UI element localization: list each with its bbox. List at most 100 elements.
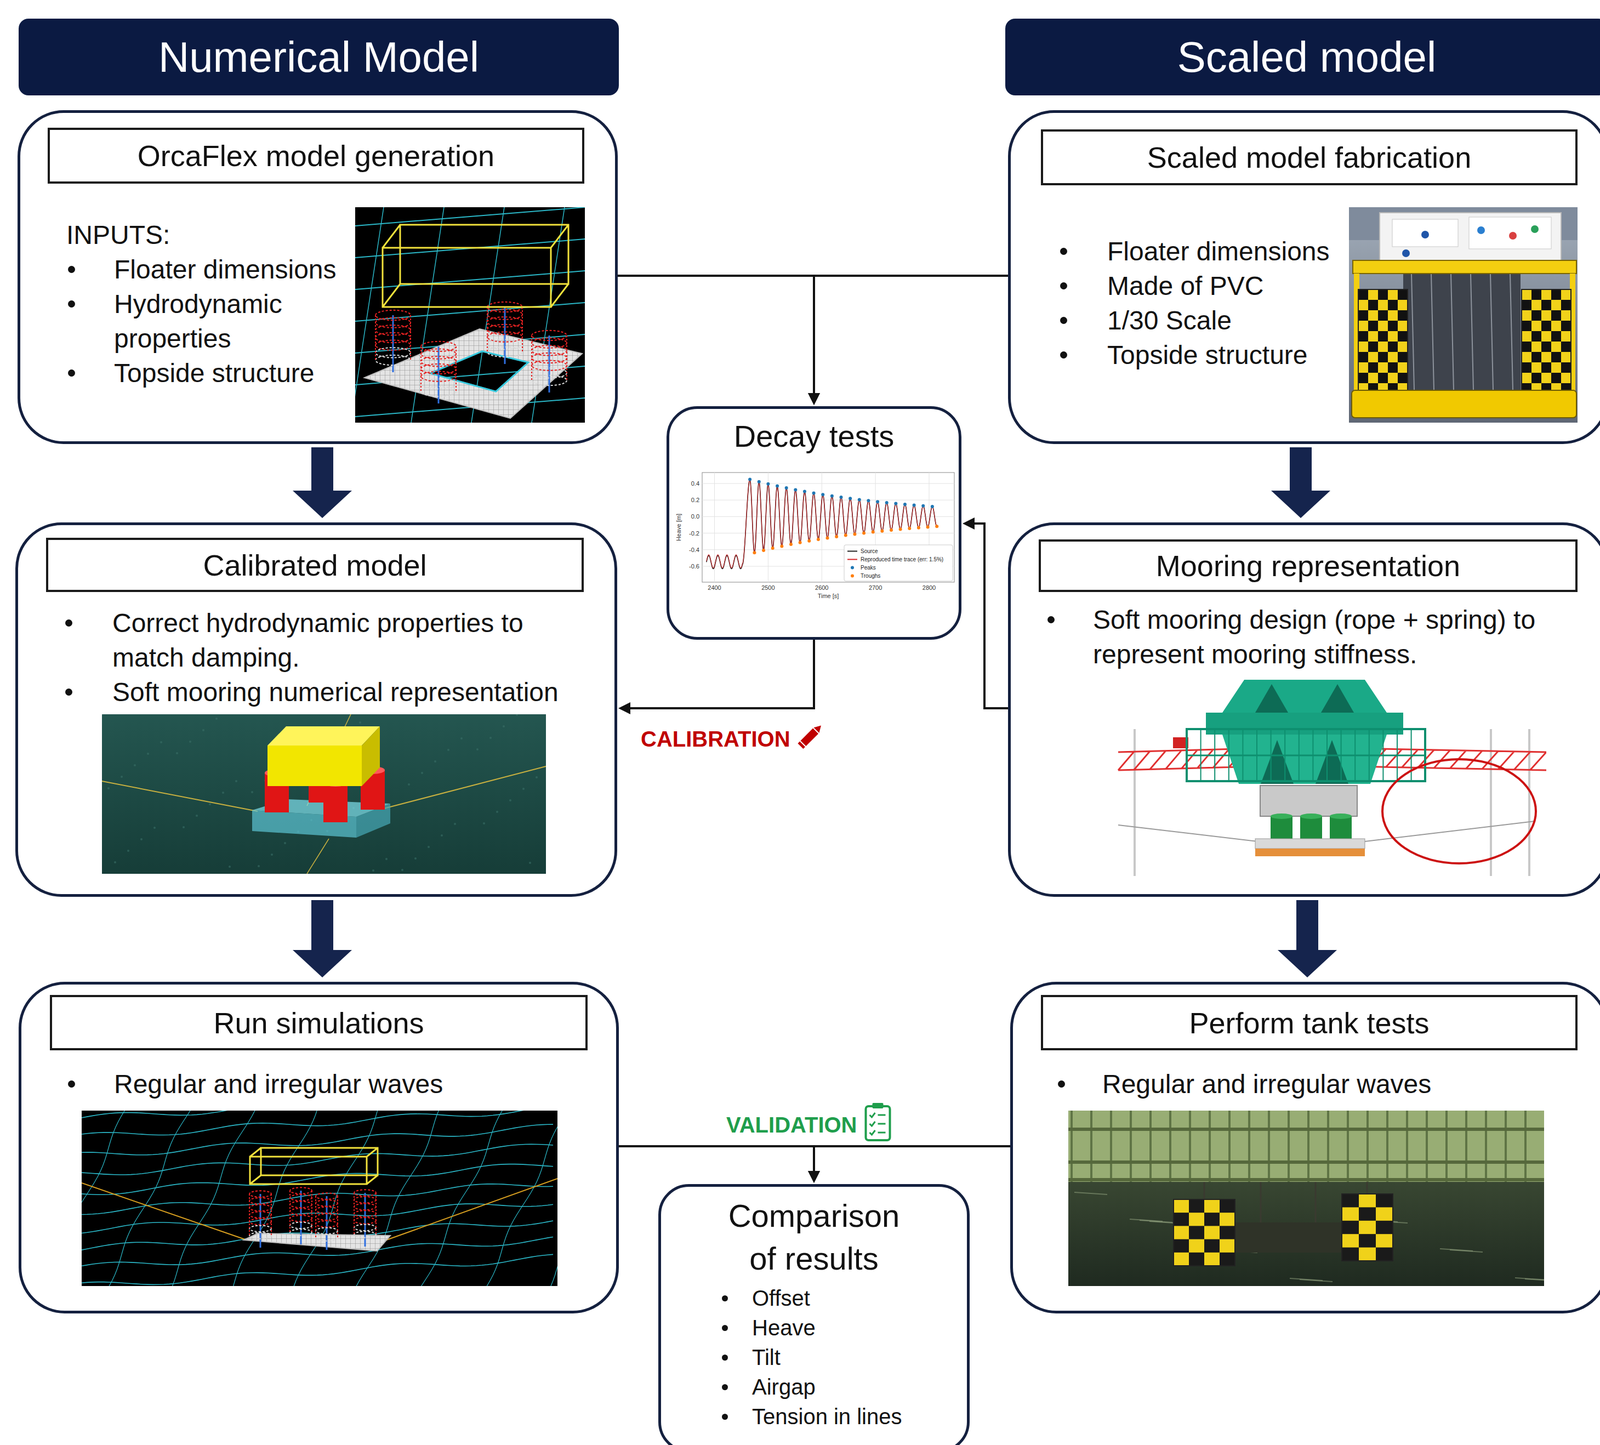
carousel-band (1205, 712, 1404, 735)
checker-cell (1378, 341, 1389, 353)
checker-cell (1173, 1199, 1190, 1214)
clipboard-board (866, 1106, 891, 1141)
checker-cell (1531, 289, 1542, 301)
peak-dot (803, 490, 807, 494)
checker-cell (1397, 310, 1409, 322)
column-side (420, 346, 422, 392)
process-box: Decay tests (666, 406, 962, 640)
mooring-line (81, 1182, 247, 1240)
sea-speck (107, 787, 110, 790)
checker-cell (1541, 289, 1552, 301)
column-ring (354, 1189, 377, 1196)
column-ring (420, 386, 457, 397)
peak-dot (748, 477, 752, 481)
logo-mark (1402, 249, 1410, 258)
checker-cell (1531, 351, 1542, 363)
sea-speck (270, 853, 273, 856)
checker-cell (1561, 331, 1572, 343)
column-ring (289, 1208, 312, 1215)
sea-grid-line (355, 207, 384, 423)
sea-speck (182, 826, 185, 829)
process-panel: Calibrated modelCorrect hydrodynamic pro… (15, 522, 618, 897)
column-ring (354, 1196, 377, 1203)
interior-cable (1470, 273, 1474, 391)
legend-sample-dot (850, 574, 854, 578)
sea-speck (434, 760, 437, 763)
column-ring (354, 1217, 377, 1224)
trough-dot (816, 537, 821, 542)
checker-cell (1375, 1206, 1394, 1221)
clipboard-check (869, 1112, 876, 1118)
trough-dot (935, 524, 939, 528)
sea-speck (283, 841, 287, 845)
bullet-dot (65, 688, 73, 696)
checker-cell (1387, 310, 1399, 322)
logo-mark (1477, 226, 1485, 235)
bullet-dot (67, 265, 76, 273)
checker-cell (1358, 1247, 1377, 1262)
title-text: Mooring representation (1156, 548, 1461, 583)
peak-dot (912, 503, 916, 507)
wave-line (550, 1110, 558, 1286)
trough-dot (871, 530, 875, 534)
bullet-dot (721, 1413, 728, 1420)
column-body (323, 782, 348, 823)
sea-speck (202, 729, 205, 732)
frame-strut (1228, 1110, 1231, 1182)
body-text: Soft mooring numerical representation (112, 677, 559, 707)
text-column: INPUTS:Floater dimensionsHydrodynamic pr… (66, 217, 350, 391)
water-ripple (1439, 1248, 1473, 1251)
checker-cell (1358, 310, 1369, 322)
pontoon-mesh (243, 1233, 391, 1251)
checker-cell (1368, 372, 1379, 384)
legend-sample-line (847, 559, 858, 561)
block-arrow (292, 900, 352, 978)
column-ring (315, 1192, 338, 1199)
bullet-dot (67, 369, 76, 377)
legend-text: Peaks (860, 563, 876, 572)
sea-speck (515, 714, 518, 716)
column-header: Scaled model (1005, 18, 1600, 96)
column-axis (300, 1190, 303, 1245)
mooring-line (1364, 821, 1535, 842)
checker-cell (1204, 1252, 1221, 1267)
column-axis (504, 306, 506, 364)
model-interior (1403, 273, 1521, 391)
checker-cell (1387, 372, 1399, 384)
column-side (375, 1192, 377, 1235)
railing-bar (1242, 729, 1244, 782)
wave-line (109, 1110, 191, 1286)
hanging-rod (1260, 1181, 1262, 1224)
body-text: Correct hydrodynamic properties to match… (112, 608, 524, 673)
trough-dot (761, 548, 766, 552)
checker-cell (1397, 320, 1409, 332)
checker-cell (1561, 372, 1572, 384)
list-item: Hydrodynamic properties (66, 286, 350, 356)
grid-line (767, 472, 769, 583)
body-text: INPUTS: (66, 220, 170, 250)
frame-strut (1129, 1110, 1132, 1182)
topside-box (1260, 785, 1358, 817)
checker-cell (1551, 320, 1562, 332)
connector-line (974, 523, 1009, 709)
carousel-railing (1186, 729, 1426, 782)
frame-strut (1465, 1110, 1468, 1182)
text-column: OffsetHeaveTiltAirgapTension in lines (719, 1283, 961, 1432)
connector-line (617, 275, 814, 394)
checker-cell (1375, 1193, 1394, 1208)
railing-bar (1340, 729, 1342, 782)
sea-speck (257, 864, 260, 868)
checker-cell (1531, 372, 1542, 384)
panel-title-box: Mooring representation (1038, 539, 1578, 592)
text-column: Regular and irregular waves (65, 1066, 553, 1102)
process-panel: Run simulationsRegular and irregular wav… (18, 981, 619, 1314)
checker-cell (1358, 331, 1369, 343)
checker-cell (1561, 362, 1572, 374)
list-item: Airgap (719, 1371, 961, 1402)
legend-sample-dot (850, 566, 854, 570)
peak-dot (857, 497, 862, 501)
peak-dot (903, 502, 907, 506)
trough-dot (889, 528, 893, 532)
panel-title-box: Scaled model fabrication (1040, 129, 1578, 186)
legend-sample-line (847, 550, 858, 552)
